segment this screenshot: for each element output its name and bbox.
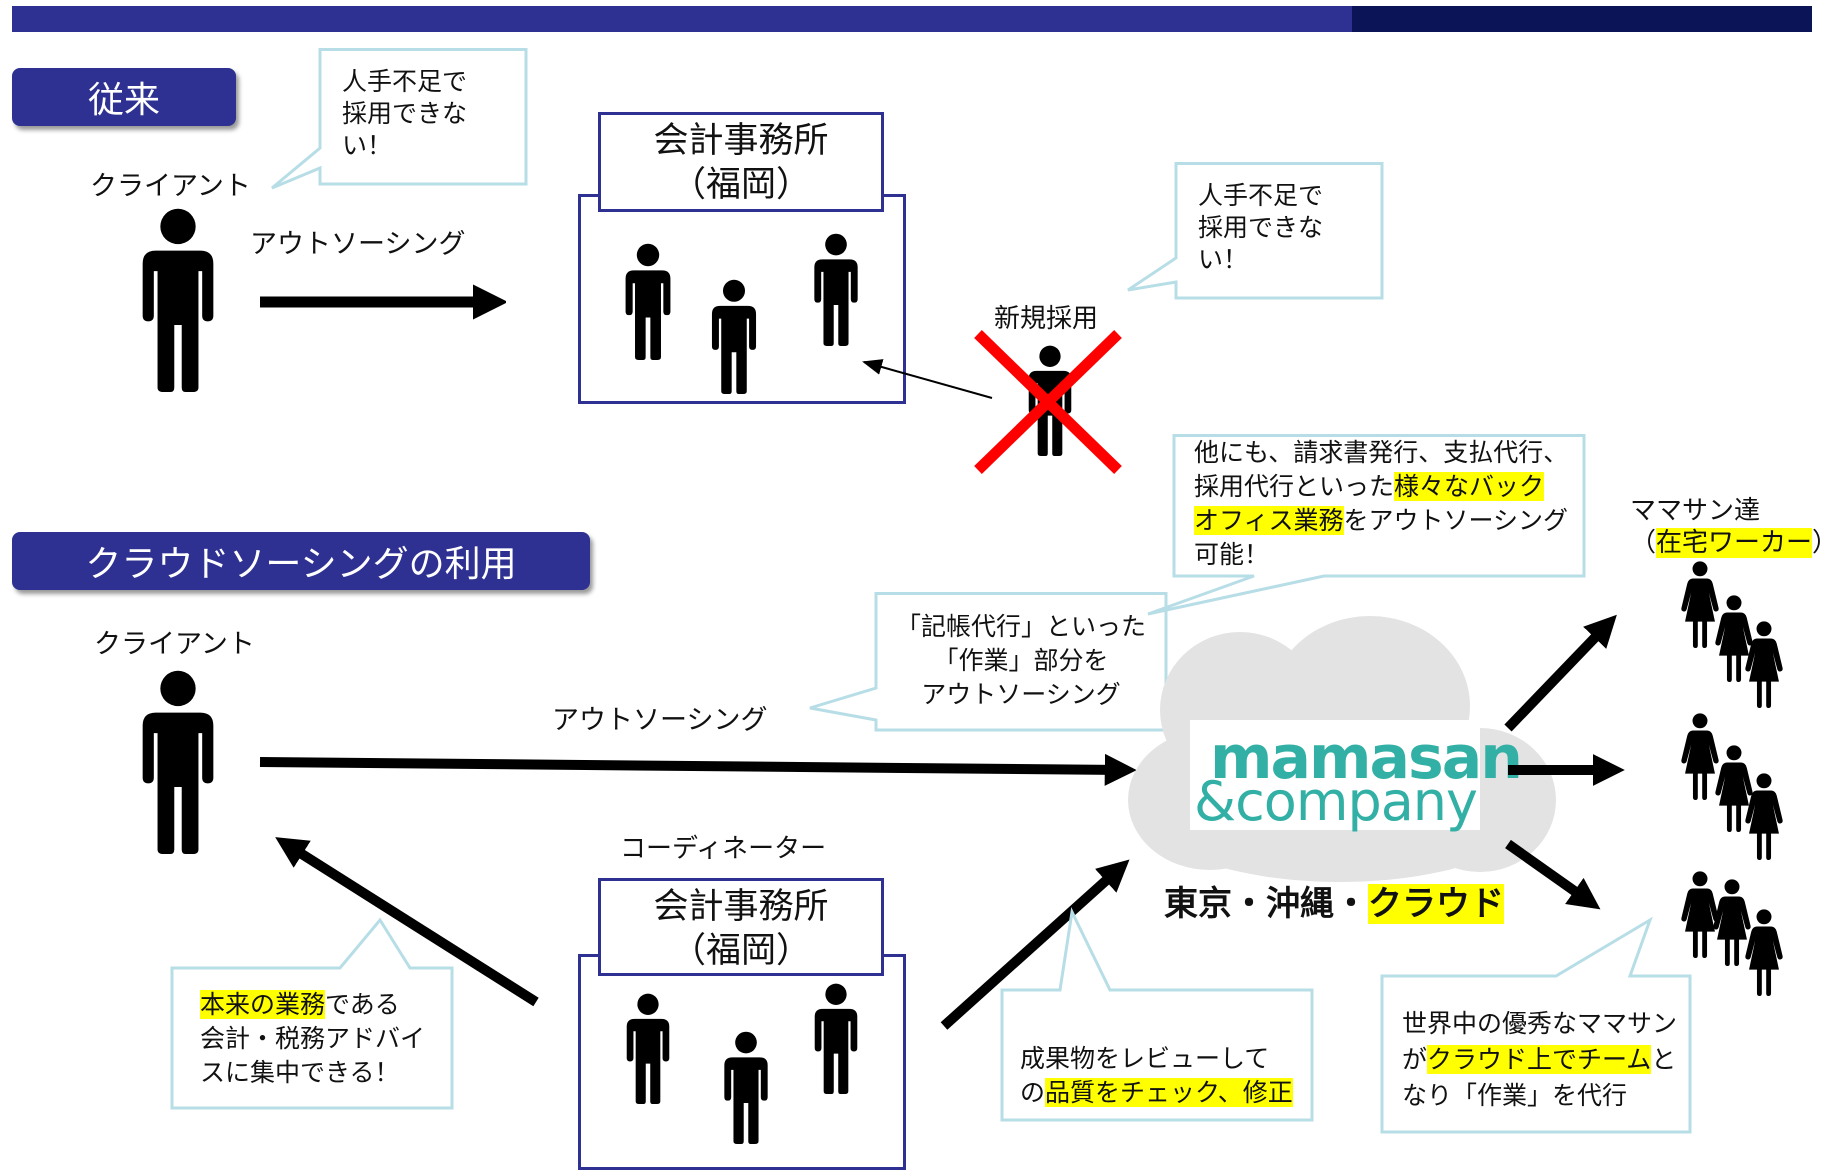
client-person-icon-crowd xyxy=(128,668,228,854)
office-name: 会計事務所 xyxy=(653,121,829,161)
callout-line: オフィス業務をアウトソーシング xyxy=(1194,504,1568,538)
location-label: 東京・沖縄・クラウド xyxy=(1164,876,1504,925)
callout-line: 世界中の優秀なママサン xyxy=(1402,1009,1678,1038)
callout-line: い！ xyxy=(342,131,393,160)
callout-text-highlight: クラウド上でチーム xyxy=(1427,1045,1652,1074)
staff-person-icon xyxy=(806,982,866,1094)
section-tag-crowdsourcing: クラウドソーシングの利用 xyxy=(12,532,590,590)
mamasan-group-title: ママサン達 xyxy=(1630,496,1761,526)
callout-workers-text: 世界中の優秀なママサン がクラウド上でチームと なり「作業」を代行 xyxy=(1402,1006,1677,1114)
mamasan-company-logo: mamasan &company xyxy=(1190,720,1523,833)
office-name: 会計事務所 xyxy=(653,887,829,927)
callout-focus-text: 本来の業務である 会計・税務アドバイ スに集中できる！ xyxy=(200,988,425,1090)
callout-review-text: 成果物をレビューして の品質をチェック、修正 xyxy=(1020,1042,1293,1110)
paren-close: ） xyxy=(1812,528,1836,558)
callout-line: 本来の業務である xyxy=(200,988,425,1022)
callout-workers-shape xyxy=(1380,916,1692,1134)
new-hire-arrow xyxy=(862,359,993,399)
callout-line: がクラウド上でチームと xyxy=(1402,1042,1677,1078)
callout-line: 人手不足で xyxy=(1198,181,1324,210)
callout-review-shape xyxy=(1000,907,1314,1122)
office-location: （福岡） xyxy=(670,165,811,205)
outsourcing-arrow-traditional xyxy=(260,284,506,320)
staff-person-icon xyxy=(704,278,764,394)
callout-line: の品質をチェック、修正 xyxy=(1020,1076,1293,1110)
client-person-icon-traditional xyxy=(128,206,228,392)
mamasan-subtitle-highlight: 在宅ワーカー xyxy=(1656,528,1813,558)
callout-staff-shortage-office: 人手不足で 採用できな い！ xyxy=(1127,162,1384,300)
callout-line: なり「作業」を代行 xyxy=(1402,1081,1628,1110)
callout-line: 可能！ xyxy=(1194,540,1270,569)
header-bar-accent xyxy=(1352,6,1812,32)
callout-line: アウトソーシング xyxy=(921,680,1121,709)
callout-backoffice: 他にも、請求書発行、支払代行、 採用代行といった様々なバック オフィス業務をアウ… xyxy=(1147,434,1586,616)
location-text-plain: 東京・沖縄・ xyxy=(1164,884,1368,924)
location-text-highlight: クラウド xyxy=(1368,884,1504,924)
callout-staff-shortage-client-shape xyxy=(271,48,528,190)
callout-global-workers: 世界中の優秀なママサン がクラウド上でチームと なり「作業」を代行 xyxy=(1380,916,1692,1134)
callout-staff-shortage-office-text: 人手不足で 採用できな い！ xyxy=(1198,180,1323,276)
callout-line: 人手不足で xyxy=(342,67,468,96)
coordinator-label: コーディネーター xyxy=(620,834,827,864)
staff-person-icon xyxy=(716,1030,776,1144)
new-hire-label: 新規採用 xyxy=(994,304,1099,334)
callout-line: 採用できな xyxy=(342,99,468,128)
staff-person-icon xyxy=(618,992,678,1104)
client-label-traditional: クライアント xyxy=(90,171,251,202)
return-arrow-to-client xyxy=(275,837,539,1007)
mamasan-group-subtitle: （在宅ワーカー） xyxy=(1630,522,1836,559)
arrow-to-workers-middle xyxy=(1508,753,1625,787)
callout-staff-shortage-client-text: 人手不足で 採用できな い！ xyxy=(342,66,467,162)
callout-line: 採用できな xyxy=(1198,213,1324,242)
staff-person-icon xyxy=(618,242,678,360)
callout-line: 「記帳代行」といった xyxy=(896,612,1147,641)
woman-worker-icon xyxy=(1742,772,1786,860)
callout-text-plain: をアウトソーシング xyxy=(1343,506,1569,535)
callout-text-plain: 採用代行といった xyxy=(1194,472,1395,501)
accounting-office-title-crowd: 会計事務所 （福岡） xyxy=(598,878,884,976)
callout-focus-core-work: 本来の業務である 会計・税務アドバイ スに集中できる！ xyxy=(170,917,454,1110)
callout-line: 他にも、請求書発行、支払代行、 xyxy=(1194,438,1569,467)
callout-text-plain: の xyxy=(1020,1078,1046,1107)
outsourcing-label-traditional: アウトソーシング xyxy=(250,229,466,260)
callout-text-highlight: 本来の業務 xyxy=(200,990,326,1019)
client-label-crowd: クライアント xyxy=(94,629,255,660)
outsourcing-label-crowd: アウトソーシング xyxy=(552,705,768,736)
logo-text-company: &company xyxy=(1194,770,1478,833)
callout-text-plain: と xyxy=(1651,1045,1677,1074)
callout-line: スに集中できる！ xyxy=(200,1058,400,1087)
callout-bookkeeping-shape xyxy=(809,592,1168,732)
section-tag-traditional-label: 従来 xyxy=(87,80,160,121)
arrow-to-workers-bottom xyxy=(1505,839,1601,910)
callout-text-highlight: 様々なバック xyxy=(1394,472,1545,501)
office-location: （福岡） xyxy=(670,931,811,971)
section-tag-traditional: 従来 xyxy=(12,68,236,126)
callout-text-highlight: 品質をチェック、修正 xyxy=(1045,1078,1293,1107)
woman-worker-icon xyxy=(1742,908,1786,996)
paren-open: （ xyxy=(1630,528,1657,558)
callout-review-quality: 成果物をレビューして の品質をチェック、修正 xyxy=(1000,907,1314,1122)
staff-person-icon xyxy=(806,232,866,346)
callout-text-highlight: オフィス業務 xyxy=(1194,506,1344,535)
outsourcing-arrow-crowd xyxy=(259,753,1136,786)
callout-staff-shortage-office-shape xyxy=(1127,162,1384,300)
callout-line: 成果物をレビューして xyxy=(1020,1044,1270,1073)
callout-line: 「作業」部分を xyxy=(933,646,1109,675)
callout-line: い！ xyxy=(1198,245,1249,274)
accounting-office-title-traditional: 会計事務所 （福岡） xyxy=(598,112,884,212)
arrow-to-workers-top xyxy=(1504,614,1617,732)
review-arrow-to-cloud xyxy=(940,859,1130,1030)
rejected-cross-icon xyxy=(974,330,1122,474)
callout-line: 採用代行といった様々なバック xyxy=(1194,470,1568,504)
callout-backoffice-text: 他にも、請求書発行、支払代行、 採用代行といった様々なバック オフィス業務をアウ… xyxy=(1194,436,1568,572)
logo-text-mamasan: mamasan xyxy=(1210,723,1523,793)
woman-worker-icon xyxy=(1742,620,1786,708)
callout-staff-shortage-client: 人手不足で 採用できな い！ xyxy=(271,48,528,190)
callout-bookkeeping-text: 「記帳代行」といった 「作業」部分を アウトソーシング xyxy=(896,610,1146,712)
callout-text-plain: である xyxy=(325,990,400,1019)
section-tag-crowdsourcing-label: クラウドソーシングの利用 xyxy=(85,544,517,585)
callout-bookkeeping: 「記帳代行」といった 「作業」部分を アウトソーシング xyxy=(809,592,1168,732)
callout-text-plain: が xyxy=(1402,1045,1428,1074)
callout-line: 会計・税務アドバイ xyxy=(200,1024,426,1053)
